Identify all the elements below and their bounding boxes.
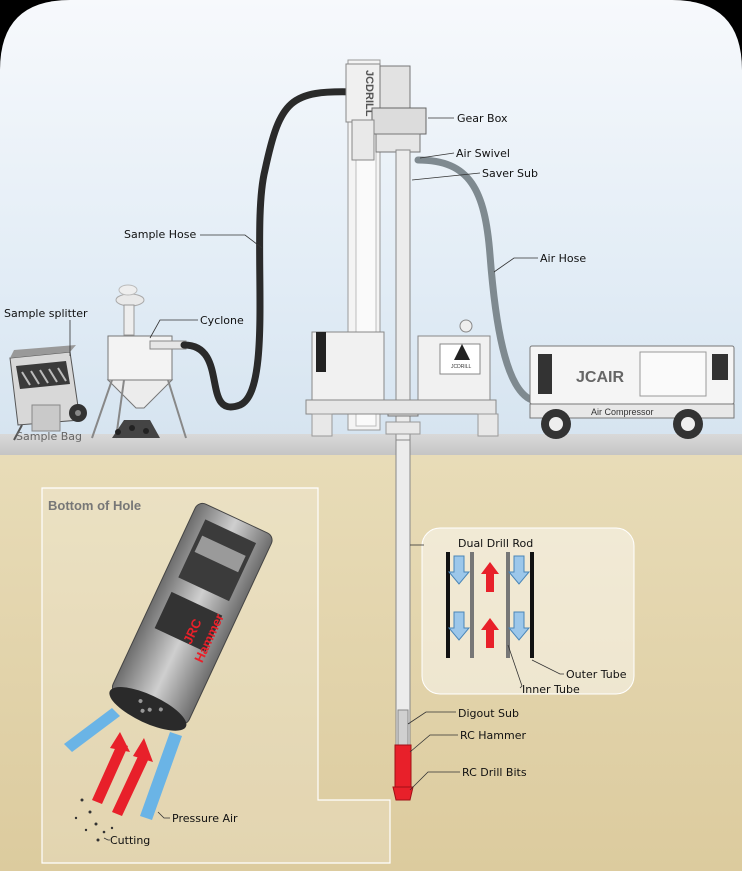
label-air-swivel: Air Swivel [456, 147, 510, 160]
label-saver-sub: Saver Sub [482, 167, 538, 180]
air-hose [414, 156, 536, 404]
label-sample-splitter: Sample splitter [4, 307, 88, 320]
label-air-hose: Air Hose [540, 252, 587, 265]
label-digout-sub: Digout Sub [458, 707, 519, 720]
label-sample-hose: Sample Hose [124, 228, 197, 241]
cutting-particles [74, 798, 114, 842]
sample-hose [180, 88, 359, 411]
label-dual-drill-rod: Dual Drill Rod [458, 537, 534, 550]
sample-splitter-machine [9, 345, 87, 441]
compressor-brand: JCAIR [576, 369, 624, 386]
compressor-plate: Air Compressor [591, 407, 654, 417]
rig-cab-brand: JCDRILL [451, 364, 472, 370]
label-outer-tube: Outer Tube [566, 668, 627, 681]
label-bottom-of-hole: Bottom of Hole [48, 498, 142, 513]
rc-drill-bit [392, 786, 414, 801]
drill-rig: JCDRILL JCDRILL [305, 59, 499, 441]
bottom-of-hole-inset [41, 487, 391, 864]
pressure-air-flow [64, 708, 182, 820]
label-pressure-air: Pressure Air [172, 812, 238, 825]
leader-lines [69, 117, 564, 841]
cuttings-return-flow [92, 732, 153, 816]
rc-hammer-body [394, 744, 412, 788]
rig-mast-brand: JCDRILL [363, 70, 375, 117]
label-cyclone: Cyclone [200, 314, 244, 327]
cyclone-unit [91, 284, 187, 439]
label-sample-bag: Sample Bag [16, 430, 83, 443]
label-rc-drill-bits: RC Drill Bits [462, 766, 527, 779]
air-compressor: JCAIR Air Compressor [529, 345, 735, 439]
label-rc-hammer: RC Hammer [460, 729, 527, 742]
dual-rod-cross-section [446, 552, 534, 658]
label-cutting: Cutting [110, 834, 151, 847]
dual-drill-rod-inset [421, 527, 635, 695]
drill-string [392, 439, 414, 801]
label-gear-box: Gear Box [457, 112, 508, 125]
label-inner-tube: Inner Tube [522, 683, 580, 696]
ground-surface [0, 434, 742, 456]
hammer-cutaway: JRC Hammer [109, 502, 273, 731]
